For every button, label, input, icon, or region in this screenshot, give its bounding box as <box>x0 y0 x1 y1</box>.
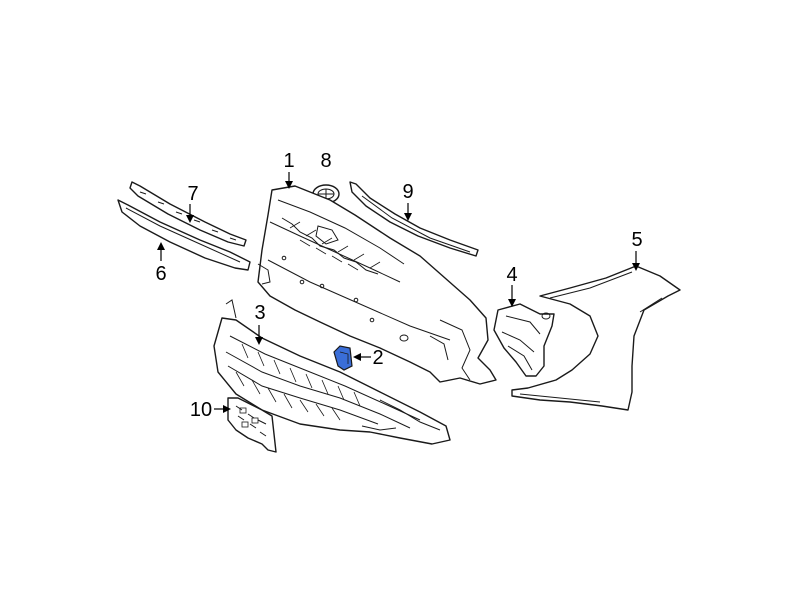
callout-3: 3 <box>254 302 265 324</box>
part-10-license-bracket <box>227 397 277 453</box>
part-1-bumper-cover <box>257 185 497 385</box>
callout-4: 4 <box>506 264 517 286</box>
part-2-highlight <box>333 345 353 371</box>
part-5-fender <box>511 265 681 411</box>
callout-10: 10 <box>190 399 212 421</box>
callout-9: 9 <box>402 181 413 203</box>
part-6-trim-strip <box>117 199 251 271</box>
callout-1: 1 <box>283 150 294 172</box>
part-9-trim-strip <box>349 181 479 257</box>
leader-lines <box>157 172 640 413</box>
part-2-bracket <box>333 345 353 371</box>
callout-2: 2 <box>372 347 383 369</box>
callout-7: 7 <box>187 183 198 205</box>
callout-labels: 1 2 3 4 5 6 7 8 9 10 <box>155 150 642 421</box>
part-7-trim-strip <box>129 181 247 247</box>
callout-8: 8 <box>320 150 331 172</box>
part-4-corner-bracket <box>493 303 555 377</box>
callout-6: 6 <box>155 263 166 285</box>
part-3-lower-grille <box>213 299 451 445</box>
callout-5: 5 <box>631 229 642 251</box>
